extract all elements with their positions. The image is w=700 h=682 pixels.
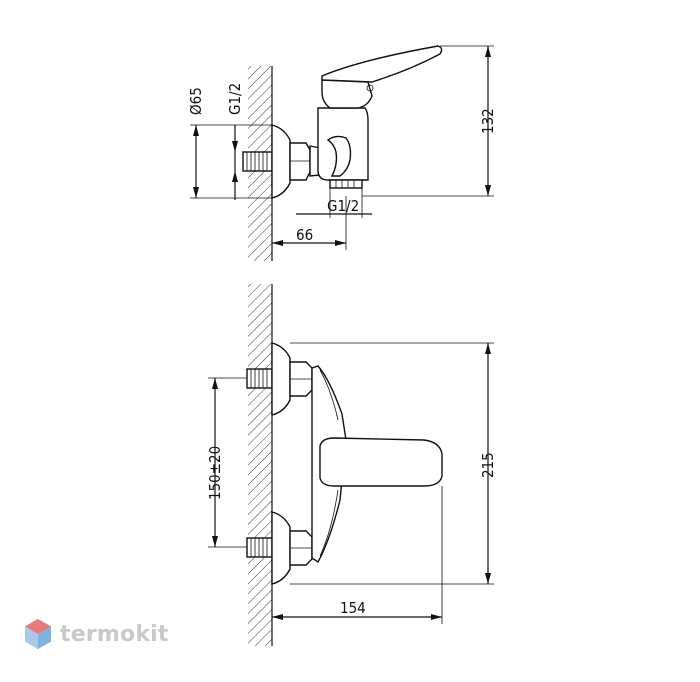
dim-diameter-label: Ø65 [187,87,205,115]
inlet-upper [246,342,313,416]
dim-depth-top-label: 66 [296,226,313,244]
cartridge-cap-side [321,79,373,109]
brand-name: termokit [60,621,169,647]
hexagon-logo-icon [25,619,51,649]
dim-thread-bottom-label: G1/2 [327,197,359,215]
front-view [246,284,443,646]
aerator-top [329,179,363,189]
dim-reach-label: 154 [340,599,366,617]
threaded-pipe-top [242,151,273,172]
inlet-lower [246,511,313,585]
dim-height-top-label: 132 [479,108,497,134]
wall-hatch-bottom [248,284,272,646]
dimensions-bottom: 150±20 215 154 [206,342,497,624]
dim-spacing-label: 150±20 [206,446,224,500]
hex-nut-top [289,142,311,181]
dim-height-front-label: 215 [479,452,497,478]
side-view [242,45,443,261]
dimensions-top: Ø65 G1/2 132 G1/2 66 [187,45,497,250]
brand-logo: termokit [24,618,169,650]
flange-top [271,124,291,199]
dim-thread-left-label: G1/2 [226,83,244,115]
lever-front [319,437,443,487]
lever-side [321,45,443,83]
